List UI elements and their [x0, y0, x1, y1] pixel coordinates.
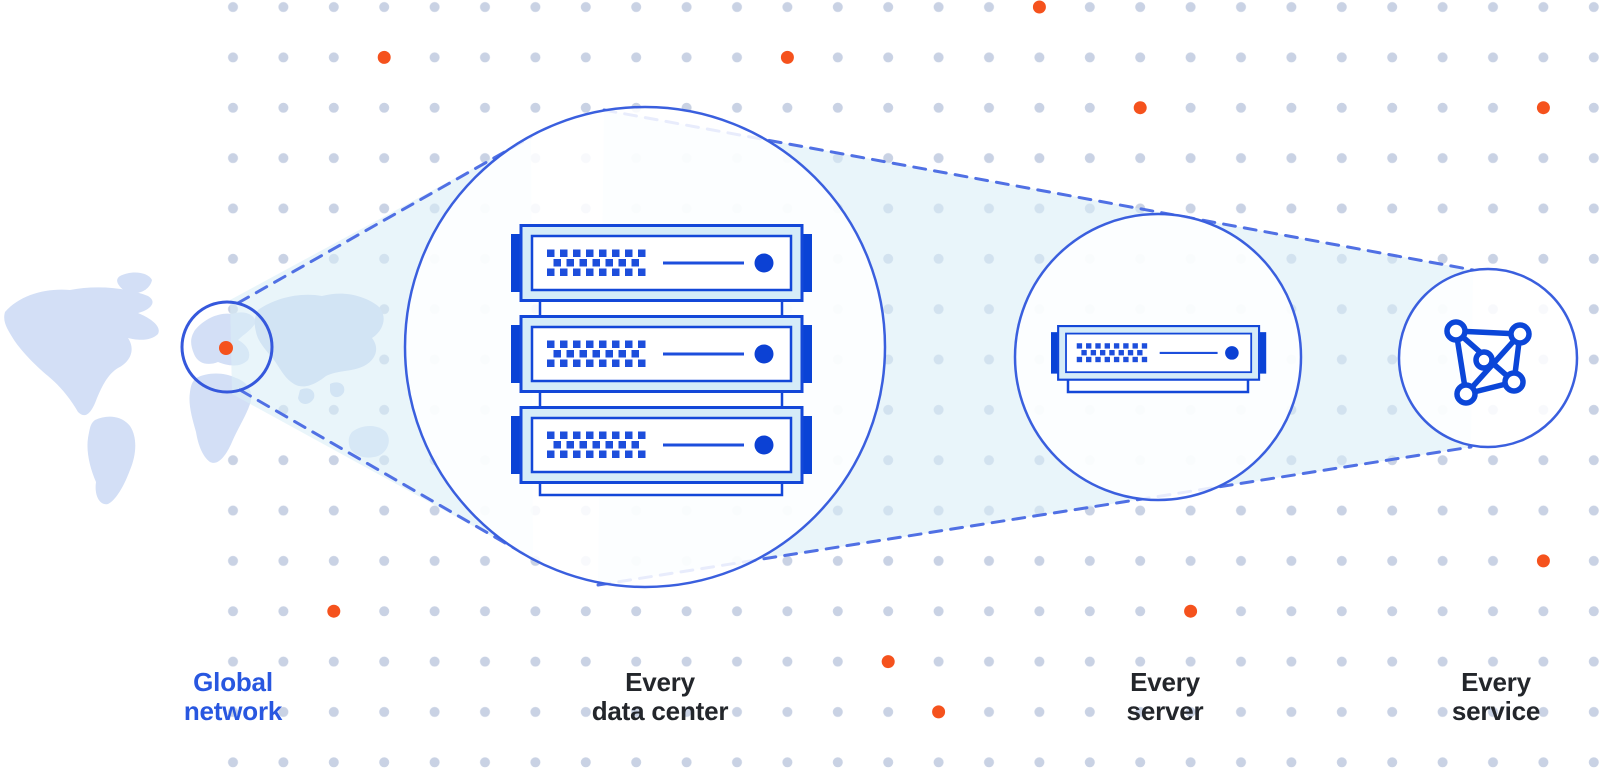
accent-orange-dot [1133, 101, 1147, 115]
label-every-data-center: Every data center [592, 668, 729, 726]
accent-dots [327, 0, 1550, 719]
network-icon [1444, 319, 1532, 406]
continent-north-america [4, 287, 159, 416]
label-line-2: service [1451, 696, 1541, 726]
network-node [1454, 382, 1478, 406]
label-line-1: Every [625, 667, 695, 697]
network-node [1502, 370, 1526, 394]
accent-orange-dot [1536, 554, 1550, 568]
map-marker-dot [219, 341, 233, 355]
accent-orange-dot [780, 50, 794, 64]
accent-orange-dot [327, 604, 341, 618]
network-node-center [1473, 349, 1495, 371]
accent-orange-dot [881, 655, 895, 669]
accent-orange-dot [1536, 101, 1550, 115]
network-node [1444, 319, 1468, 343]
continent-south-america [87, 416, 136, 505]
label-line-1: Every [1130, 667, 1200, 697]
accent-orange-dot [932, 705, 946, 719]
accent-orange-dot [1184, 604, 1198, 618]
label-line-1: Global [193, 667, 273, 697]
dashed-line-bottom-left [238, 388, 535, 561]
label-every-server: Every server [1127, 668, 1204, 726]
server-rack-icon [511, 226, 812, 497]
label-global-network: Global network [184, 668, 282, 726]
label-line-1: Every [1461, 667, 1531, 697]
network-node [1508, 322, 1532, 346]
continent-greenland [117, 272, 152, 294]
accent-orange-dot [1032, 0, 1046, 14]
map-highlight-circle [180, 300, 274, 394]
label-line-2: network [183, 696, 283, 726]
label-every-service: Every service [1452, 668, 1540, 726]
label-line-2: server [1126, 696, 1204, 726]
label-line-2: data center [591, 696, 729, 726]
dashed-line-top-left [236, 135, 533, 305]
single-server-icon [1051, 326, 1266, 394]
accent-orange-dot [377, 50, 391, 64]
